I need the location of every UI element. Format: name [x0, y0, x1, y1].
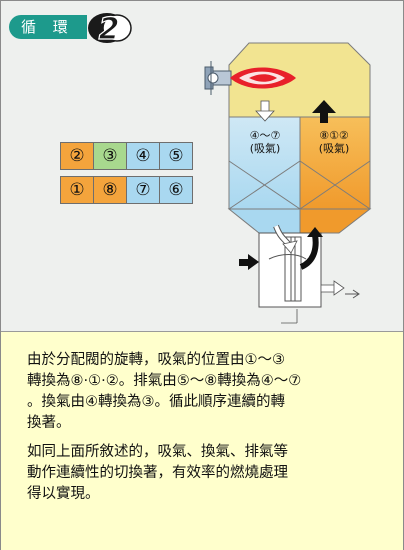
down-arrow-icon: [255, 100, 275, 122]
description-line: 得以實現。: [27, 486, 100, 502]
right-bed-label: ⑧①②: [319, 129, 349, 142]
description-line: 由於分配閥的旋轉，吸氣的位置由①〜③: [27, 352, 285, 368]
valve-cell: ⑥: [159, 176, 193, 204]
outlet-arrow-icon: [320, 280, 360, 299]
inlet-arrow-icon: [239, 254, 259, 270]
valve-cell: ⑦: [126, 176, 160, 204]
description-line: 轉換為⑧·①·②。排氣由⑤〜⑧轉換為④〜⑦: [27, 373, 302, 389]
description-area: 由於分配閥的旋轉，吸氣的位置由①〜③ 轉換為⑧·①·②。排氣由⑤〜⑧轉換為④〜⑦…: [1, 331, 403, 550]
left-bed: [228, 116, 301, 210]
right-bed-sublabel: (吸氣): [318, 142, 350, 155]
left-bed-label: ④〜⑦: [249, 129, 281, 142]
description-line: 動作連續性的切換著，有效率的燃燒處理: [27, 465, 288, 481]
black-curved-arrow-icon: [299, 234, 319, 270]
diagram-area: 循 環 2 ② ③ ④ ⑤ ① ⑧ ⑦ ⑥: [1, 1, 403, 331]
section-title: 循 環: [9, 15, 87, 39]
description-line: 換著。: [27, 415, 71, 431]
valve-cell: ①: [60, 176, 94, 204]
right-bed: [299, 116, 371, 210]
step-badge-icon: 2: [88, 11, 132, 45]
description-paragraph-1: 由於分配閥的旋轉，吸氣的位置由①〜③ 轉換為⑧·①·②。排氣由⑤〜⑧轉換為④〜⑦…: [27, 350, 357, 434]
lower-cone-right: [299, 208, 372, 234]
valve-cell: ③: [93, 142, 127, 170]
valve-cell: ④: [126, 142, 160, 170]
oxidizer-diagram: [204, 42, 372, 324]
lower-cone-left: [227, 208, 301, 234]
description-line: 。換氣由④轉換為③。循此順序連續的轉: [27, 394, 285, 410]
description-line: 如同上面所敘述的，吸氣、換氣、排氣等: [27, 444, 288, 460]
left-bed-sublabel: (吸氣): [249, 142, 281, 155]
curved-arrow-icon: [282, 240, 298, 254]
description-paragraph-2: 如同上面所敘述的，吸氣、換氣、排氣等 動作連續性的切換著，有效率的燃燒處理 得以…: [27, 442, 357, 505]
valve-cell: ⑤: [159, 142, 193, 170]
burner-icon: [204, 61, 232, 95]
up-arrow-icon: [312, 100, 336, 123]
step-number: 2: [99, 12, 120, 45]
